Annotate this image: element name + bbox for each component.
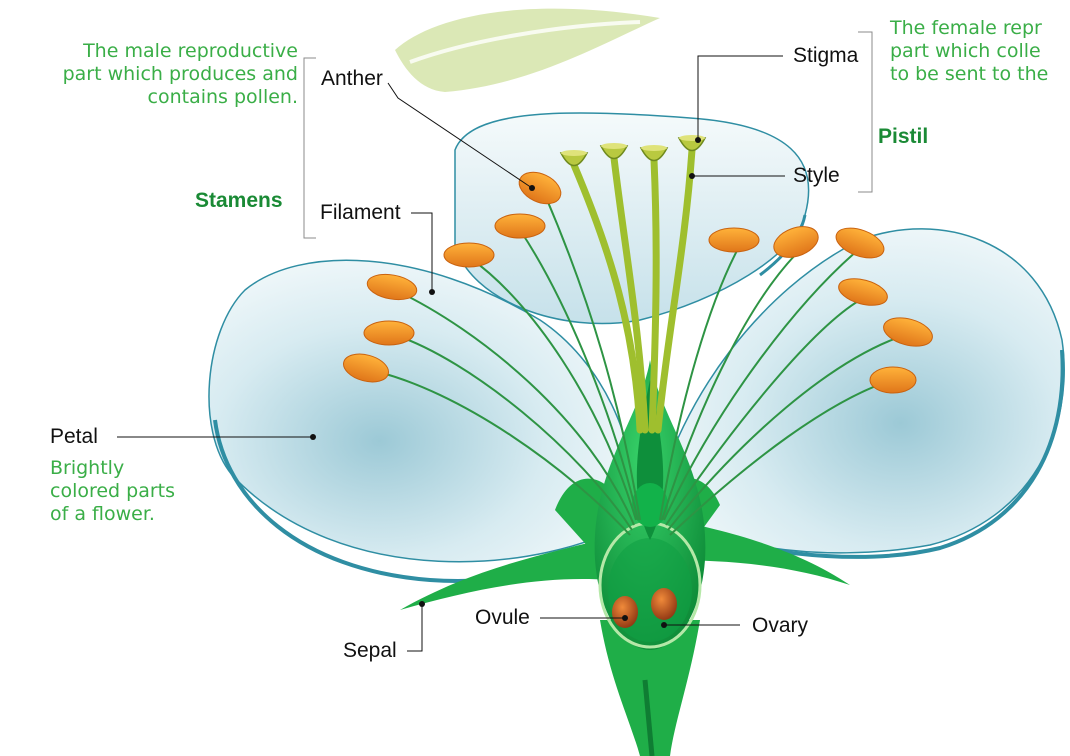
label-stigma: Stigma [793,44,858,68]
label-sepal: Sepal [343,639,397,663]
ovule-right [651,588,677,620]
leader-sepal [407,604,422,651]
label-filament: Filament [320,201,401,225]
label-style: Style [793,164,840,188]
label-ovule: Ovule [475,606,530,630]
pistil-description: The female repr part which colle to be s… [890,17,1048,86]
stamens-description: The male reproductive part which produce… [63,40,298,109]
label-anther: Anther [321,67,383,91]
pistil-bracket [858,32,872,192]
label-ovary: Ovary [752,614,808,638]
petal-description: Brightly colored parts of a flower. [50,457,175,526]
label-petal: Petal [50,425,98,449]
pistil-heading: Pistil [878,125,928,149]
stamens-bracket [304,58,316,238]
stamens-heading: Stamens [195,189,283,213]
ovule-left [612,596,638,628]
